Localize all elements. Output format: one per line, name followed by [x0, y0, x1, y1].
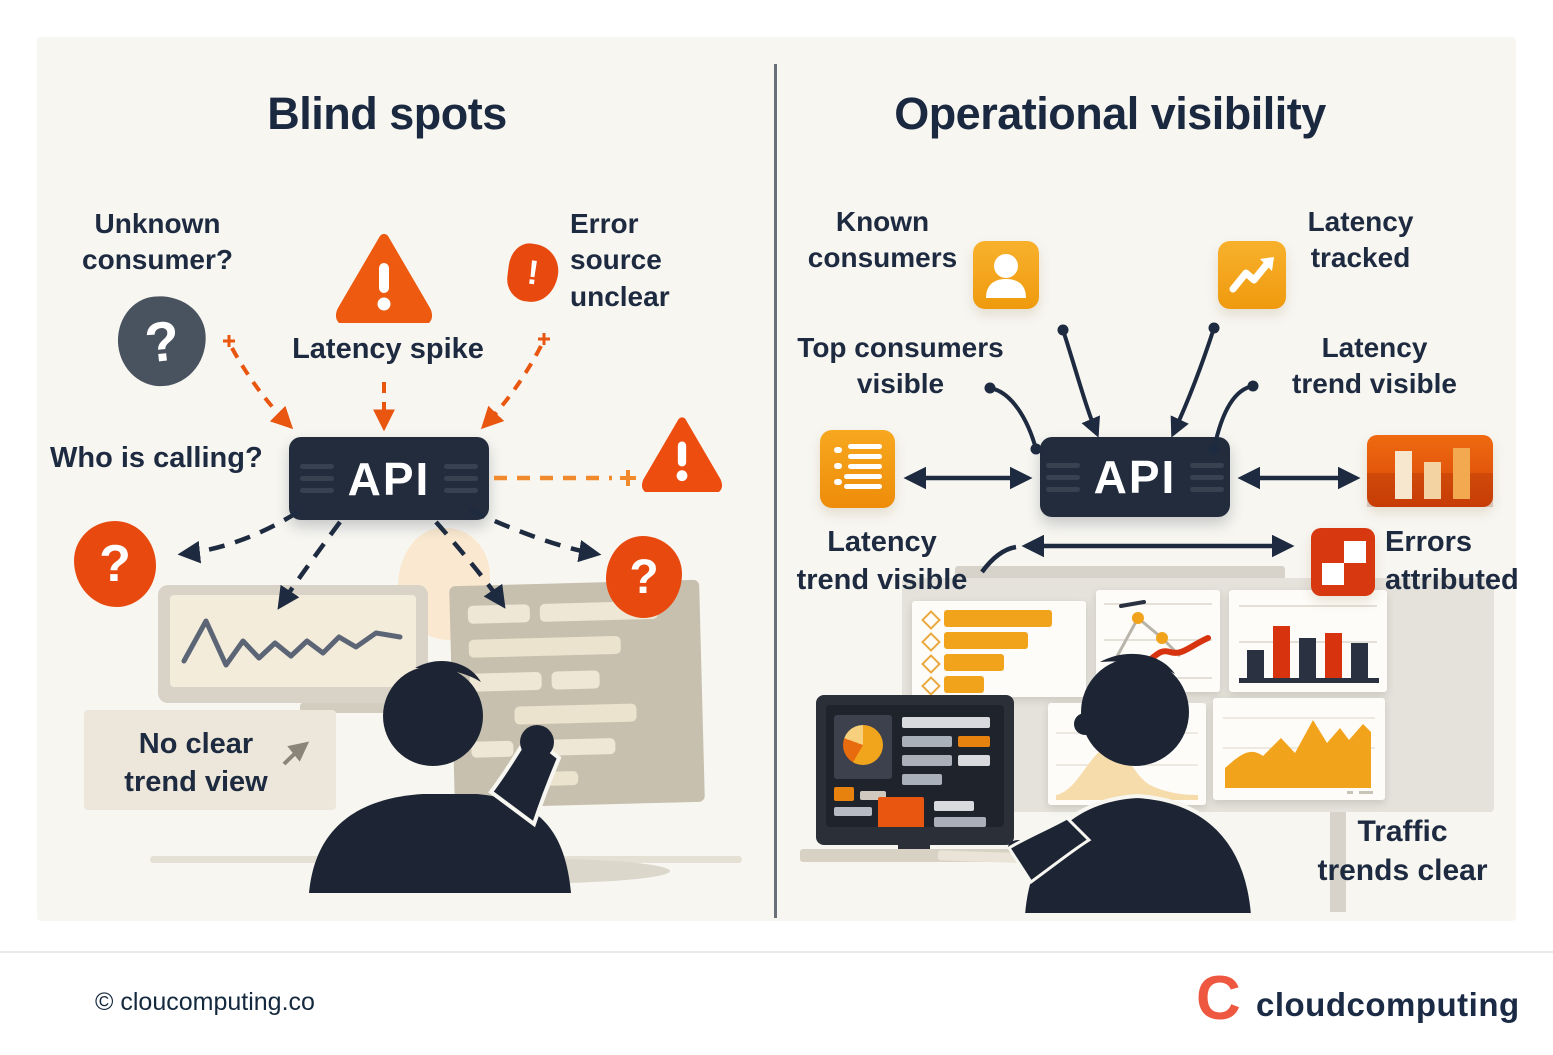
- right-title: Operational visibility: [894, 88, 1326, 139]
- wall-leg: [1330, 812, 1346, 912]
- footer-divider: [0, 951, 1553, 953]
- question-circle-left-icon: ?: [74, 521, 156, 607]
- question-glyph: ?: [141, 307, 183, 375]
- api-stripes: [444, 464, 479, 493]
- errors-grid-icon: [1311, 528, 1375, 596]
- panel-divider: [774, 64, 777, 918]
- latency-trend-bottom-label: Latency trend visible: [796, 526, 968, 596]
- api-label: API: [1093, 451, 1177, 503]
- who-is-calling-label: Who is calling?: [50, 442, 263, 474]
- api-stripes: [1190, 462, 1225, 492]
- api-box-left: API: [289, 437, 489, 520]
- desktop-monitor: [816, 695, 1014, 845]
- warning-triangle-small-icon: [641, 416, 723, 495]
- analyst-person-silhouette: [1006, 653, 1256, 915]
- brand-logo-icon: C: [1196, 964, 1241, 1033]
- known-consumers-label: Known consumers: [807, 206, 958, 274]
- brand-name: cloudcomputing: [1256, 986, 1520, 1023]
- top-consumers-label: Top consumers visible: [797, 332, 1004, 400]
- copyright-text: © cloucomputing.co: [95, 988, 315, 1016]
- no-clear-trend-label: No clear trend view: [124, 728, 268, 798]
- bar-chart-icon: [1367, 435, 1493, 507]
- question-glyph: ?: [99, 535, 131, 593]
- warning-triangle-icon: [335, 233, 433, 326]
- latency-trend-top-label: Latency trend visible: [1292, 332, 1457, 400]
- errors-bar-chart: [1229, 590, 1387, 692]
- monitor-screen: [826, 705, 1004, 827]
- confused-person-silhouette: [309, 660, 571, 893]
- errors-attributed-label: Errors attributed: [1385, 526, 1519, 596]
- user-icon: [973, 241, 1039, 309]
- wall-top-bar: [955, 566, 1285, 580]
- unknown-consumer-label: Unknown consumer?: [82, 208, 233, 276]
- consumer-list-icon: [820, 430, 895, 508]
- api-box-right: API: [1040, 437, 1230, 517]
- left-title: Blind spots: [267, 88, 507, 139]
- api-stripes: [1045, 462, 1080, 492]
- api-label: API: [347, 452, 431, 505]
- noisy-line-chart: [181, 618, 403, 668]
- question-circle-right-icon: ?: [606, 536, 682, 618]
- latency-tracked-label: Latency tracked: [1307, 206, 1414, 274]
- line-chart-screen: [170, 595, 416, 687]
- traffic-trends-label: Traffic trends clear: [1317, 815, 1488, 887]
- error-source-label: Error source unclear: [570, 208, 670, 312]
- question-glyph: ?: [629, 550, 659, 604]
- trend-up-icon: [1218, 241, 1286, 309]
- top-consumers-chart: [912, 601, 1086, 697]
- api-stripes: [299, 464, 334, 493]
- traffic-trend-chart: [1213, 698, 1385, 800]
- exclamation-glyph: !: [525, 252, 541, 293]
- latency-spike-label: Latency spike: [292, 333, 484, 365]
